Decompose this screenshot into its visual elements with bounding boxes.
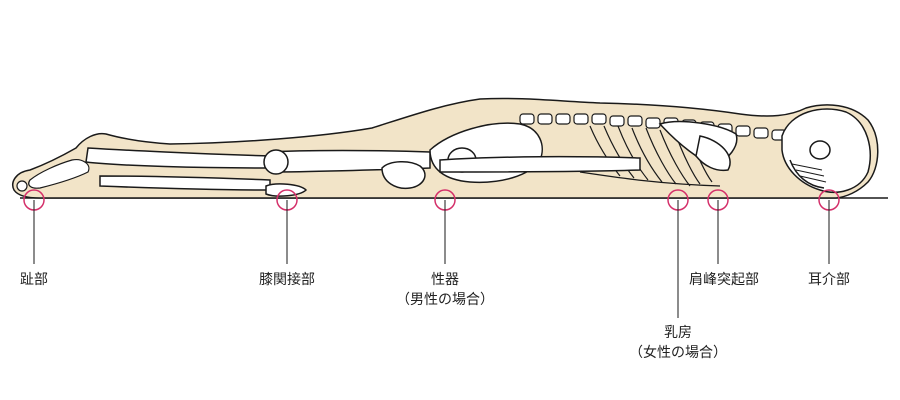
leader-lines — [33, 200, 830, 318]
foot-bones — [16, 159, 90, 192]
label-ear-line1: 耳介部 — [808, 272, 850, 288]
label-toe: 趾部 — [20, 270, 48, 290]
label-acromion-line1: 肩峰突起部 — [689, 272, 759, 288]
arm-bones — [381, 120, 738, 190]
label-breast-line2: （女性の場合） — [629, 345, 727, 361]
ribcage — [579, 125, 721, 187]
label-ear: 耳介部 — [808, 270, 850, 290]
label-acromion: 肩峰突起部 — [689, 270, 759, 290]
label-knee: 膝関接部 — [259, 270, 315, 290]
label-breast: 乳房 （女性の場合） — [629, 323, 727, 363]
label-breast-line1: 乳房 — [664, 325, 692, 341]
label-toe-line1: 趾部 — [20, 272, 48, 288]
label-genitals-line2: （男性の場合） — [396, 292, 494, 308]
skull — [781, 108, 871, 193]
label-knee-line1: 膝関接部 — [259, 272, 315, 288]
label-genitals-line1: 性器 — [431, 272, 459, 288]
label-genitals: 性器 （男性の場合） — [396, 270, 494, 310]
